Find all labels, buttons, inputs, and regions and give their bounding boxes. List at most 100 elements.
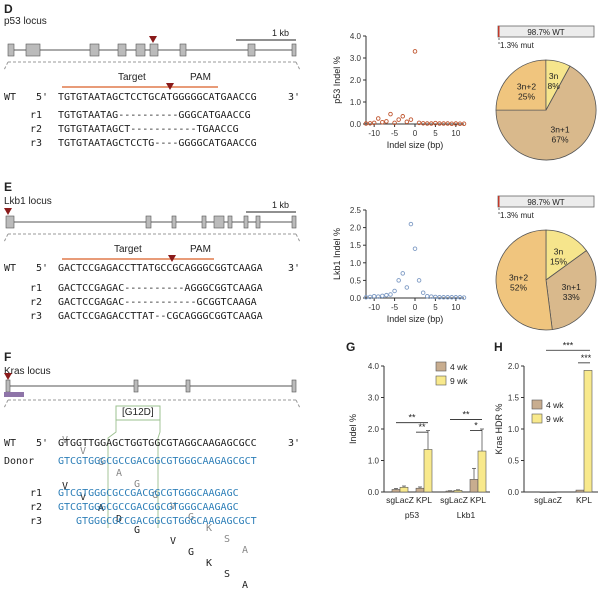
lkb1-cut-marker	[4, 208, 12, 215]
lkb1-r1-label: r1	[30, 283, 43, 294]
lkb1-scatter-y-tick-label: 0.5	[350, 276, 362, 285]
indel-bar-group-label: Lkb1	[457, 510, 476, 520]
p53-scatter-data-point	[437, 121, 442, 126]
panel-letter-d: D	[4, 2, 13, 16]
lkb1-scatter-data-point	[384, 292, 389, 298]
indel-bar	[391, 489, 401, 493]
lkb1-r2-seq: GACTCCGAGAC------------GCGGTCAAGA	[58, 297, 257, 308]
p53-wt-label: WT	[4, 92, 17, 103]
p53-scatter-data-point	[453, 121, 459, 126]
p53-scatter-data-point	[388, 111, 393, 117]
hdr-bar	[547, 491, 557, 493]
indel-bar-group-label: p53	[405, 510, 419, 520]
lkb1-scatter-data-point	[433, 294, 438, 300]
p53-cut-marker	[149, 36, 157, 43]
lkb1-scatter-x-tick-label: 10	[451, 303, 460, 312]
p53-scatter-data-point	[396, 117, 401, 122]
p53-scatter-data-point	[412, 49, 418, 54]
p53-scatter-data-point	[400, 114, 405, 119]
lkb1-scatter-y-tick-label: 1.0	[350, 259, 362, 268]
p53-scatter-x-tick-label: 10	[451, 129, 460, 138]
lkb1-scatter-data-point	[408, 221, 414, 227]
kras-donor-label: Donor	[4, 456, 35, 467]
lkb1-pie-wt-label: 98.7% WT	[527, 198, 564, 207]
hdr-bar-y-tick-label: 2.0	[508, 362, 520, 371]
lkb1-pie-slice-percent: 15%	[550, 256, 567, 266]
indel-bar-y-tick-label: 2.0	[368, 425, 380, 434]
p53-pie-slice-label: 3n+2	[517, 82, 536, 92]
lkb1-pie-slice-label: 3n+1	[562, 282, 581, 292]
p53-locus-diagram	[3, 36, 301, 71]
hdr-bar-y-tick-label: 1.0	[508, 425, 520, 434]
hdr-bar	[539, 491, 549, 493]
indel-bar-sig-label: **	[418, 422, 426, 432]
hdr-bar-legend-label: 4 wk	[546, 400, 564, 410]
kras-r1-label: r1	[30, 488, 43, 499]
p53-scatter-data-point	[445, 121, 450, 126]
p53-scatter-x-tick-label: -10	[368, 129, 380, 138]
lkb1-scatter-data-point	[371, 293, 377, 299]
lkb1-scatter-x-tick-label: 5	[433, 303, 438, 312]
p53-scatter-data-point	[376, 116, 381, 121]
p53-scatter-data-point	[404, 119, 410, 125]
p53-scatter-y-tick-label: 0.0	[350, 120, 362, 129]
lkb1-target-label: Target	[114, 244, 142, 255]
kras-wt-prefix: 5'	[36, 438, 49, 449]
p53-r2-seq: TGTGTAATAGCT-----------TGAACCG	[58, 124, 239, 135]
indel-bar-category-label: sgLacZ	[386, 495, 414, 505]
p53-pie-wt-label: 98.7% WT	[527, 28, 564, 37]
hdr-bar-legend-label: 9 wk	[546, 414, 564, 424]
panel-letter-g: G	[346, 340, 356, 354]
p53-scatter-data-point	[367, 121, 373, 126]
p53-pie-slice-percent: 8%	[547, 81, 560, 91]
p53-scatter-data-point	[380, 119, 385, 125]
p53-scatter-data-point	[420, 121, 426, 126]
lkb1-scatter-y-tick-label: 2.5	[350, 206, 362, 215]
kras-r3-seq: GTGGGCGCCGACGGCGTGGGCAAGAGCGCT	[76, 516, 257, 527]
p53-scatter-y-tick-label: 2.0	[350, 76, 362, 85]
indel-bar	[399, 486, 409, 493]
indel-bar-y-tick-label: 3.0	[368, 394, 380, 403]
p53-pie-mut-fraction	[498, 26, 500, 37]
indel-bar-legend-swatch	[435, 375, 447, 386]
lkb1-scatter-data-point	[404, 285, 410, 290]
lkb1-pie-mut-fraction	[498, 196, 500, 207]
indel-bar-category-label: sgLacZ	[440, 495, 468, 505]
lkb1-scatter-x-axis-label: Indel size (bp)	[387, 314, 444, 324]
kras-cut-marker	[4, 373, 12, 380]
lkb1-scatter-y-tick-label: 0.0	[350, 294, 362, 303]
kras-donor-bar	[4, 392, 24, 397]
lkb1-pie-mut-label: 1.3% mut	[500, 211, 535, 220]
p53-scatter-data-point	[457, 121, 463, 127]
lkb1-scatter-data-point	[424, 293, 430, 299]
p53-r3-label: r3	[30, 138, 43, 149]
p53-scatter-y-axis-label: p53 Indel %	[332, 56, 342, 104]
p53-pie-slice	[545, 59, 571, 111]
p53-target-line	[62, 83, 218, 90]
lkb1-scatter-data-point	[449, 295, 454, 300]
hdr-bar-sig-label: ***	[563, 340, 574, 350]
indel-bar-sig-label: *	[474, 421, 478, 431]
lkb1-r2-label: r2	[30, 297, 43, 308]
indel-bar-y-tick-label: 1.0	[368, 457, 380, 466]
kras-wt-suffix: 3'	[288, 438, 301, 449]
kras-r2-label: r2	[30, 502, 43, 513]
lkb1-scatter-data-point	[363, 295, 369, 300]
lkb1-r3-label: r3	[30, 311, 43, 322]
p53-pie-slice-label: 3n	[549, 71, 559, 81]
p53-target-label: Target	[118, 72, 146, 83]
p53-scatter-data-point	[416, 120, 422, 126]
lkb1-target-line	[62, 255, 214, 262]
indel-bar	[445, 490, 455, 493]
p53-pie-slice-percent: 25%	[518, 92, 535, 102]
indel-bar	[453, 490, 463, 493]
lkb1-scatter-data-point	[416, 278, 422, 283]
lkb1-scatter-data-point	[420, 290, 426, 295]
lkb1-scatter-data-point	[445, 295, 450, 300]
hdr-bar-y-tick-label: 1.5	[508, 394, 520, 403]
p53-pie-slice	[495, 65, 597, 161]
kras-donor-seq: GTCGTGGGCGCCGACGGCGTGGGCAAGAGCGCT	[58, 456, 257, 467]
